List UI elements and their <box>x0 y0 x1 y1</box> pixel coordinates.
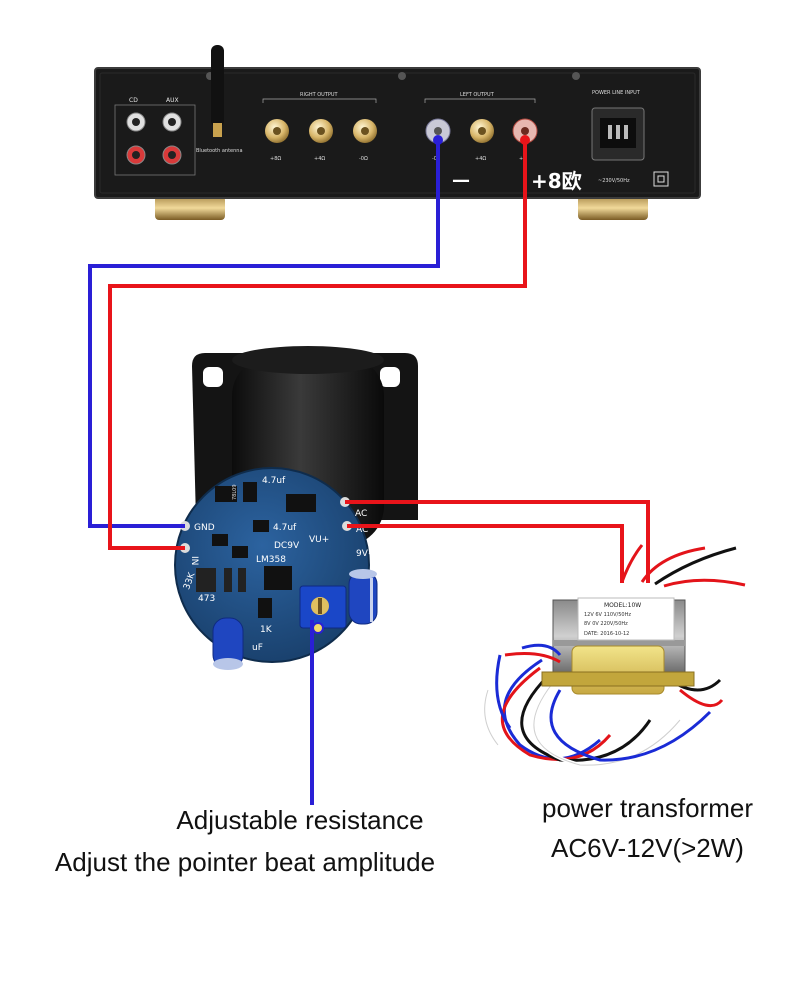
blue-wire <box>88 140 440 528</box>
smd-cap <box>196 568 216 592</box>
red-wire <box>108 140 527 550</box>
left-output-label: LEFT OUTPUT <box>460 92 495 98</box>
c473-label: 473 <box>198 594 215 604</box>
smd-chip <box>232 546 248 558</box>
wire-endpoint-dot <box>433 135 443 145</box>
transformer-label-line: DATE: 2016-10-12 <box>584 631 629 637</box>
left-terminal-label: -0 <box>432 156 437 162</box>
left-terminal-label: +8 <box>519 156 526 162</box>
smd-chip <box>253 520 269 532</box>
connection-wires <box>88 135 650 805</box>
capacitor-icon <box>212 617 244 670</box>
right-terminal-label: -0Ω <box>359 156 368 162</box>
ac-wire-bottom <box>347 524 624 583</box>
vu-meter: GND IN AC AC VU+ 9V+ DC9V 78L09 4.7uf 4.… <box>174 346 418 670</box>
minus-label: — <box>452 170 470 191</box>
voltage-label: ~230V/50Hz <box>598 178 630 184</box>
right-terminal-label: +8Ω <box>270 156 281 162</box>
cap-label-b: 4.7uf <box>273 523 297 533</box>
wire-endpoint-dot <box>520 135 530 145</box>
aux-label: AUX <box>166 97 179 104</box>
cap-uf-label: uF <box>252 643 263 653</box>
amp-foot-right <box>578 196 648 220</box>
ac-wire-top <box>345 500 650 583</box>
double-insulation-icon <box>653 171 669 187</box>
transformer-label-line: MODEL:10W <box>604 602 641 609</box>
smd-chip <box>286 494 316 512</box>
smd-chip <box>243 482 257 502</box>
regulator-chip <box>215 486 237 502</box>
power-input-label: POWER LINE INPUT <box>592 90 641 96</box>
transformer-label-line: 8V 0V 220V/50Hz <box>584 621 628 627</box>
smd-diode <box>238 568 246 592</box>
smd-chip <box>212 534 228 546</box>
bluetooth-antenna-icon <box>211 45 224 137</box>
gnd-label: GND <box>194 523 215 533</box>
transformer-label-line: 12V 6V 110V/50Hz <box>584 612 631 618</box>
transformer-label <box>577 597 675 641</box>
ac-label-bottom: AC <box>356 525 368 535</box>
resistor-label: 1K <box>260 625 273 635</box>
transformer-caption-line2: AC6V-12V(>2W) <box>551 833 744 863</box>
transformer-caption-line1: power transformer <box>542 793 753 823</box>
bluetooth-antenna-label: Bluetooth antenna <box>196 148 243 154</box>
cd-label: CD <box>129 97 138 104</box>
dc9v-label: DC9V <box>274 541 300 551</box>
transformer-coil <box>571 645 665 695</box>
right-output-label: RIGHT OUTPUT <box>300 92 339 98</box>
code-label: 78L09 <box>232 484 238 500</box>
trimmer-caption-line2: Adjust the pointer beat amplitude <box>54 847 436 877</box>
smd-resistor <box>258 598 272 618</box>
smd-diode <box>224 568 232 592</box>
power-transformer: MODEL:10W 12V 6V 110V/50Hz 8V 0V 220V/50… <box>482 544 746 768</box>
amplifier: CD AUX Bluetooth antenna RIGHT OUTPUT +8… <box>94 45 701 220</box>
trimmer-caption-line1: Adjustable resistance <box>176 805 424 835</box>
cap-label-a: 4.7uf <box>262 476 286 486</box>
left-terminal-label: +4Ω <box>475 156 486 162</box>
amp-body <box>94 67 701 199</box>
capacitor-icon <box>348 569 378 625</box>
plus-9v-label: 9V+ <box>356 549 375 559</box>
chip-label: LM358 <box>256 555 286 565</box>
vu-label: VU+ <box>309 535 329 545</box>
plus-8-ohm-label: +8欧 <box>531 169 582 193</box>
meter-pcb <box>174 467 370 663</box>
screw-icon <box>398 72 406 80</box>
trimmer-pointer-dot <box>312 622 324 634</box>
ac-label-top: AC <box>355 509 367 519</box>
in-label: IN <box>189 556 199 565</box>
trimmer-potentiometer-icon <box>299 585 347 629</box>
amp-foot-left <box>155 196 225 220</box>
op-amp-chip <box>264 566 292 590</box>
right-terminal-label: +4Ω <box>314 156 325 162</box>
screw-icon <box>572 72 580 80</box>
